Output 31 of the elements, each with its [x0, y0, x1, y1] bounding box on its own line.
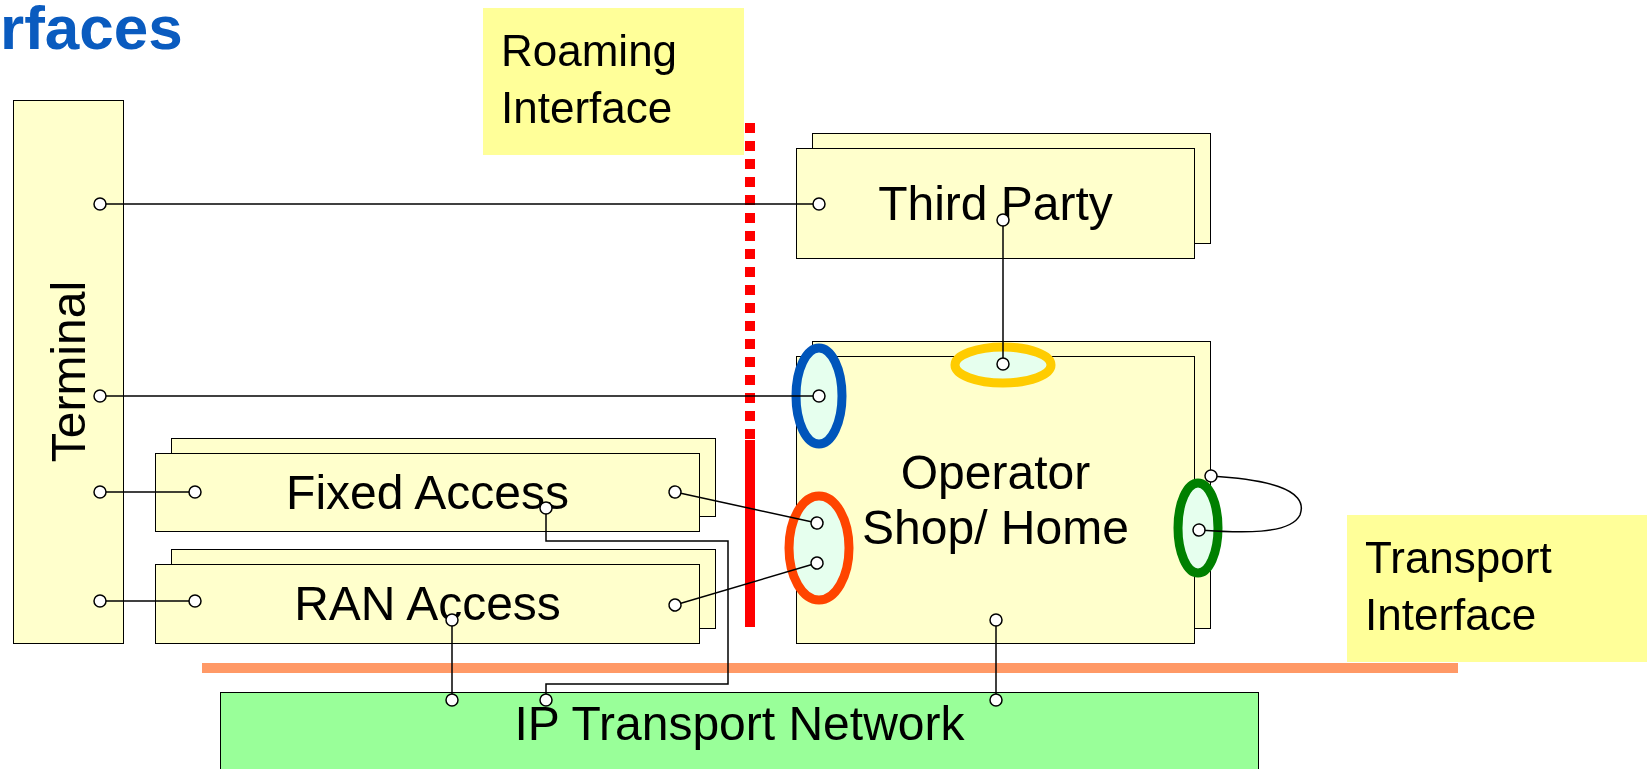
box-label: IP Transport Network: [514, 696, 965, 752]
stacked-box: [155, 438, 716, 532]
stacked-box: [796, 133, 1211, 259]
interface-note: [483, 8, 744, 155]
connector-line: [989, 613, 1003, 707]
connector-line: [668, 485, 824, 530]
interface-ellipse: [949, 341, 1057, 389]
interface-note: [1347, 515, 1647, 662]
box-label: Fixed Access: [286, 464, 569, 521]
terminal-box: [13, 100, 124, 644]
interface-ellipse: [1172, 477, 1224, 579]
box-label: Terminal: [40, 281, 96, 463]
interface-ellipse: [790, 342, 848, 450]
connector-line: [445, 613, 459, 707]
title: rfaces: [0, 0, 183, 63]
connector-line: [668, 556, 824, 612]
stacked-box: [796, 341, 1211, 644]
box-label: Operator Shop/ Home: [861, 444, 1130, 556]
connector-line: [996, 213, 1010, 371]
network-box: [220, 692, 1259, 769]
box-label: Third Party: [878, 175, 1113, 232]
connector-line: [93, 197, 826, 211]
note-text: Roaming Interface: [501, 25, 679, 135]
stacked-box: [155, 549, 716, 644]
connector-line: [539, 501, 729, 707]
connector-line: [93, 485, 202, 499]
connector-line: [93, 389, 826, 403]
note-text: Transport Interface: [1365, 532, 1553, 642]
connector-line: [93, 594, 202, 608]
box-label: RAN Access: [294, 576, 561, 632]
connector-line: [1192, 469, 1303, 537]
